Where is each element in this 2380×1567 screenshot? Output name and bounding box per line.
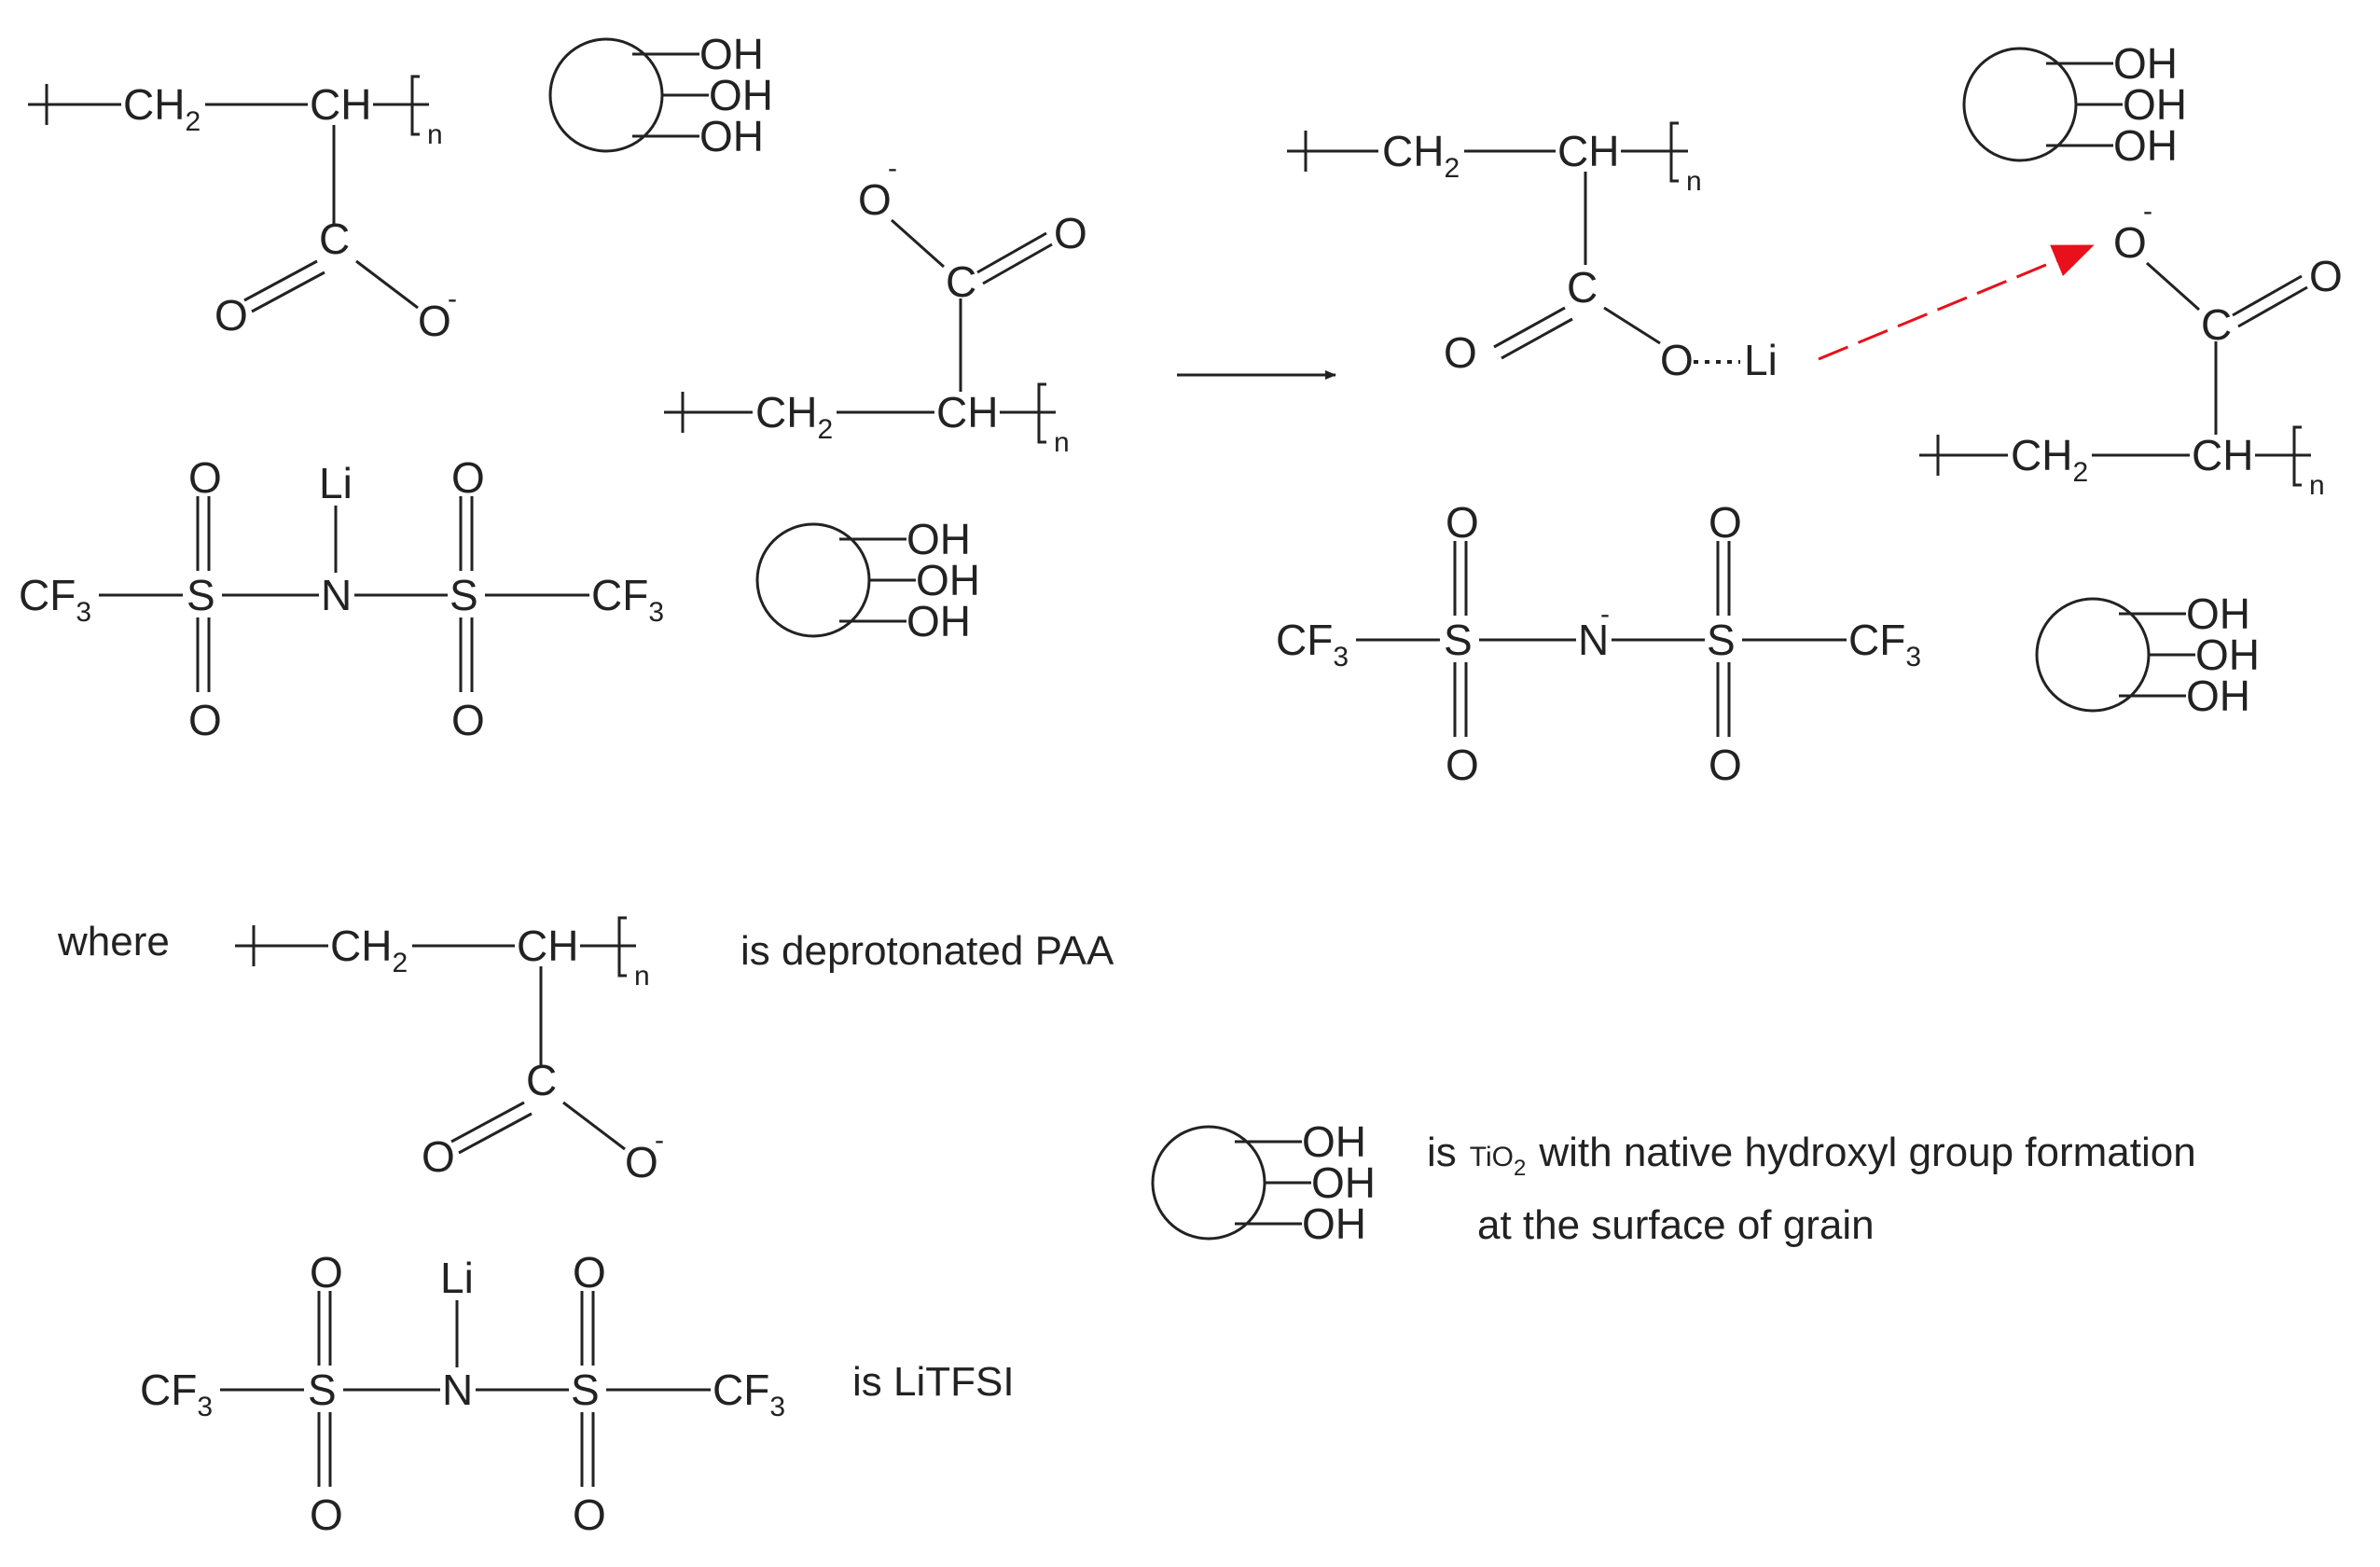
- litfsi-reactant: [17, 451, 666, 746]
- paa-li-complex: CH2 CH n C O O Li: [1287, 121, 1778, 384]
- legend-litfsi-structure: [138, 1246, 787, 1541]
- legend-tio2-text-line2: at the surface of grain: [1477, 1202, 1875, 1248]
- legend-paa-text: is deprotonated PAA: [740, 928, 1114, 974]
- coordinated-o: O: [1660, 336, 1694, 384]
- legend-tio2-grain: [1151, 1116, 1377, 1250]
- carbonyl-c: C: [1567, 263, 1598, 312]
- paa-chain-reactant-2: [662, 151, 1089, 460]
- carbonyl-o: O: [1444, 328, 1477, 377]
- tio2-grain-reactant-1: [548, 28, 775, 162]
- ch2-label: CH2: [1382, 127, 1460, 184]
- li-migration-arrow: [1818, 244, 2095, 361]
- paa-chain-product: [1917, 194, 2345, 503]
- lithium-ion: Li: [1744, 336, 1778, 384]
- ch-label: CH: [1557, 127, 1619, 175]
- legend-where: where: [57, 919, 170, 964]
- legend-litfsi-text: is LiTFSI: [852, 1359, 1015, 1405]
- tfsi-anion-product: [1274, 496, 1923, 791]
- paa-chain-reactant-1: [26, 75, 459, 347]
- legend-paa-structure: [233, 916, 666, 1188]
- tio2-grain-product-2: [2035, 588, 2262, 722]
- tio2-grain-product-1: [1962, 37, 2189, 172]
- tio2-grain-reactant-2: [755, 513, 982, 647]
- repeat-n: n: [1686, 166, 1702, 197]
